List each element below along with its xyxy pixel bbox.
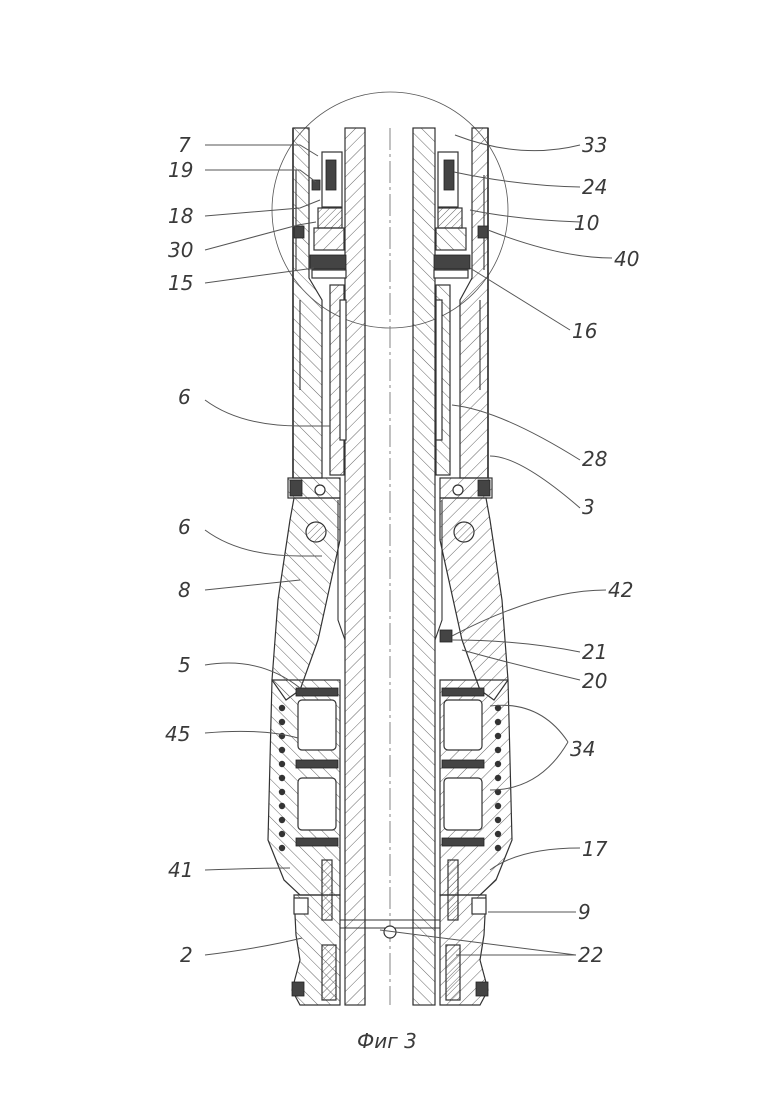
callout-34: 34 [570, 737, 595, 761]
callout-9: 9 [578, 900, 591, 924]
callout-17: 17 [582, 837, 608, 861]
callout-16: 16 [572, 319, 597, 343]
callout-8: 8 [178, 578, 191, 602]
callout-19: 19 [168, 158, 193, 182]
figure-caption: Фиг 3 [357, 1029, 417, 1053]
callout-2: 2 [180, 943, 193, 967]
roller-right-upper [444, 700, 482, 750]
callout-18: 18 [168, 204, 193, 228]
callout-5: 5 [178, 653, 191, 677]
callout-21: 21 [582, 640, 607, 664]
callout-10: 10 [574, 211, 599, 235]
callout-6-lower: 6 [178, 515, 191, 539]
roller-right-lower [444, 778, 482, 830]
callout-40: 40 [614, 247, 639, 271]
callout-28: 28 [582, 447, 607, 471]
callout-3: 3 [582, 495, 595, 519]
callout-6-upper: 6 [178, 385, 191, 409]
callout-20: 20 [582, 669, 607, 693]
roller-left-lower [298, 778, 336, 830]
top-seal-assembly [294, 152, 488, 278]
callout-24: 24 [582, 175, 607, 199]
callout-22: 22 [578, 943, 603, 967]
callout-30: 30 [168, 238, 193, 262]
callout-33: 33 [582, 133, 607, 157]
leader-lines [205, 135, 612, 955]
callout-41: 41 [168, 858, 193, 882]
callout-7: 7 [178, 133, 191, 157]
callout-15: 15 [168, 271, 193, 295]
callout-45: 45 [165, 722, 190, 746]
callout-42: 42 [608, 578, 633, 602]
roller-left-upper [298, 700, 336, 750]
